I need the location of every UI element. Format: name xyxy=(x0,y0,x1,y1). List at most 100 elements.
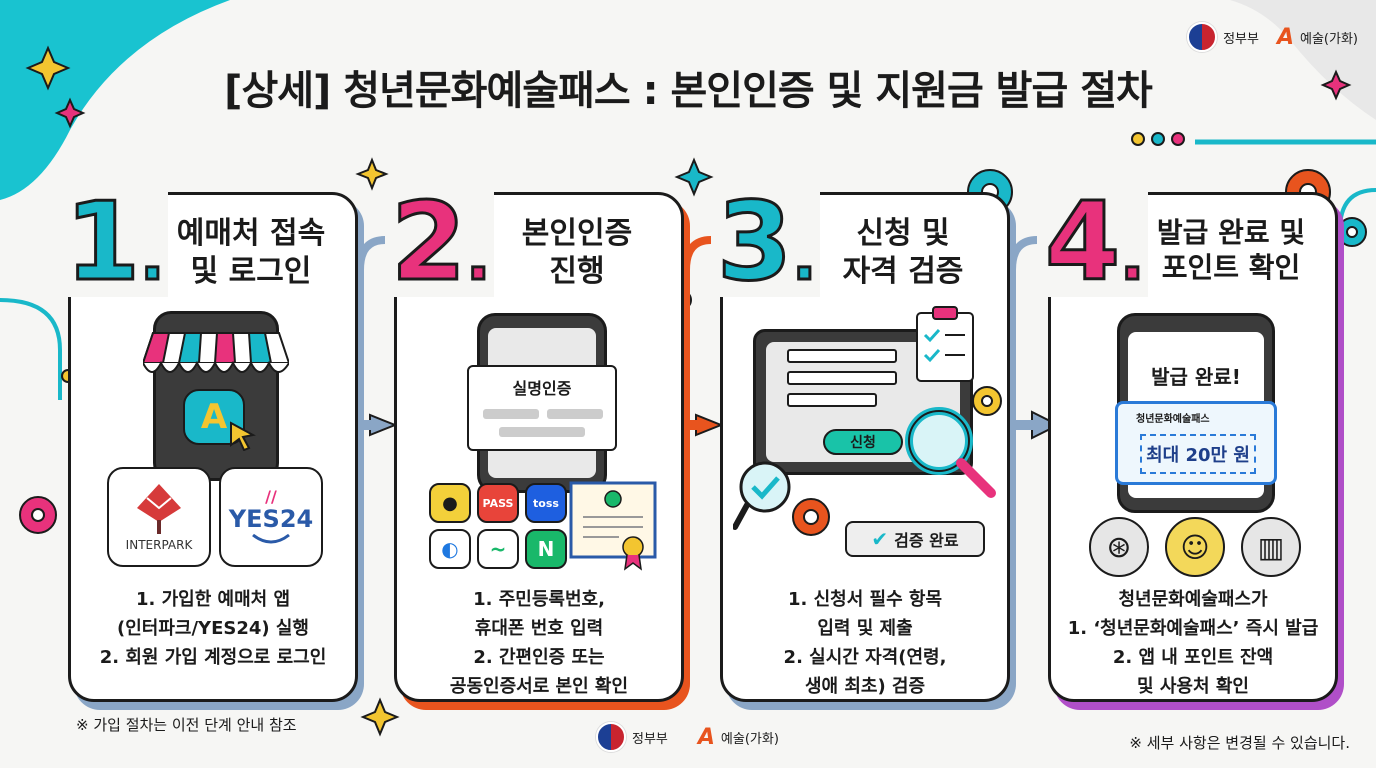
yes24-smile-icon xyxy=(252,533,290,544)
step-number: 3. xyxy=(713,187,821,298)
interpark-label: INTERPARK xyxy=(125,538,193,552)
desc-line: 2. 간편인증 또는 xyxy=(473,647,605,669)
form-field[interactable] xyxy=(787,349,897,363)
desc-line: 2. 회원 가입 계정으로 로그인 xyxy=(99,647,327,669)
identity-verification-dialog: 실명인증 xyxy=(467,365,617,451)
header-logos: 정부부 A 예술(가화) xyxy=(1187,22,1358,52)
step-description: 청년문화예술패스가 1. ‘청년문화예술패스’ 즉시 발급 2. 앱 내 포인트… xyxy=(1061,587,1325,703)
yes24-quote-icon: // xyxy=(265,487,277,506)
desc-line: 청년문화예술패스가 xyxy=(1118,589,1268,610)
government-logo-label: 정부부 xyxy=(632,731,668,747)
desc-line: 생애 최초) 검증 xyxy=(804,676,926,698)
page-title: [상세] 청년문화예술패스 : 본인인증 및 지원금 발급 절차 xyxy=(224,68,1153,114)
arts-logo-icon: A xyxy=(1276,24,1295,50)
store-awning-icon xyxy=(143,332,289,373)
yes24-app-icon[interactable]: // YES24 xyxy=(219,467,323,567)
step-card-3: 3. 신청 및 자격 검증 신청 xyxy=(713,187,1013,703)
badge-label: 검증 완료 xyxy=(894,531,959,550)
step-heading: 발급 완료 및 포인트 확인 xyxy=(1137,215,1325,285)
yes24-label: YES24 xyxy=(228,505,314,533)
arts-logo: A 예술(가화) xyxy=(1277,25,1358,50)
book-icon: ▥ xyxy=(1241,517,1301,577)
step-heading: 신청 및 자격 검증 xyxy=(809,215,997,290)
step-visual: 실명인증 ● PASS toss ◐ ~ N xyxy=(397,305,687,575)
step-description: 1. 가입한 예매처 앱 (인터파크/YES24) 실행 2. 회원 가입 계정… xyxy=(81,587,345,674)
step-visual: 발급 완료! 청년문화예술패스 최대 20만 원 ⊛ ☺ ▥ xyxy=(1051,305,1341,577)
step-number: 2. xyxy=(387,187,495,298)
desc-line: 입력 및 제출 xyxy=(817,618,913,640)
step-heading-line1: 예매처 접속 xyxy=(176,216,326,251)
footer-logos: 정부부 A 예술(가화) xyxy=(596,722,779,752)
certificate-icon xyxy=(569,481,657,571)
desc-line: 1. 신청서 필수 항목 xyxy=(787,589,943,610)
step-heading-line1: 발급 완료 및 xyxy=(1156,216,1306,249)
verification-complete-badge: ✔ 검증 완료 xyxy=(845,521,985,557)
arrow-1-to-2 xyxy=(344,236,398,450)
theater-masks-icon: ☺ xyxy=(1165,517,1225,577)
step-heading-line2: 진행 xyxy=(549,253,605,289)
cursor-icon xyxy=(230,421,256,451)
step-card-4: 4. 발급 완료 및 포인트 확인 발급 완료! 청년문화예술패스 최대 20만… xyxy=(1041,187,1341,703)
arts-logo: A 예술(가화) xyxy=(698,725,779,750)
interpark-app-icon[interactable]: INTERPARK xyxy=(107,467,211,567)
bank-auth-icon[interactable]: ◐ xyxy=(429,529,471,569)
desc-line: 2. 앱 내 포인트 잔액 xyxy=(1112,647,1274,669)
form-field[interactable] xyxy=(787,371,897,385)
culture-pass-ticket: 청년문화예술패스 최대 20만 원 xyxy=(1115,401,1277,485)
naver-pay-auth-icon[interactable]: ~ xyxy=(477,529,519,569)
arts-logo-label: 예술(가화) xyxy=(1300,31,1358,47)
input-field[interactable] xyxy=(499,427,585,437)
step-heading-line1: 신청 및 xyxy=(856,216,950,251)
arts-logo-icon: A xyxy=(697,724,715,750)
dialog-title: 실명인증 xyxy=(512,379,572,398)
kakao-auth-icon[interactable]: ● xyxy=(429,483,471,523)
step-visual: A INTERPARK // YES24 xyxy=(71,305,361,575)
desc-line: 휴대폰 번호 입력 xyxy=(474,618,604,640)
input-field[interactable] xyxy=(547,409,603,419)
desc-line: 2. 실시간 자격(연령, xyxy=(783,647,947,669)
clipboard-checklist-icon xyxy=(916,306,974,382)
step-visual: 신청 ✔ 검증 완료 xyxy=(723,305,1013,575)
apply-button[interactable]: 신청 xyxy=(823,429,903,455)
arts-logo-label: 예술(가화) xyxy=(720,731,779,747)
step-heading-line2: 및 로그인 xyxy=(190,253,312,289)
checkmark-icon: ✔ xyxy=(871,527,889,551)
check-magnifier-icon xyxy=(733,461,791,530)
input-field[interactable] xyxy=(483,409,539,419)
pass-auth-icon[interactable]: PASS xyxy=(477,483,519,523)
step-heading-line1: 본인인증 xyxy=(521,216,633,251)
step-heading-line2: 자격 검증 xyxy=(842,253,964,289)
toss-auth-icon[interactable]: toss xyxy=(525,483,567,523)
government-emblem-icon xyxy=(1187,22,1218,52)
desc-line: 및 사용처 확인 xyxy=(1137,676,1249,698)
footnote-signup: ※ 가입 절차는 이전 단계 안내 참조 xyxy=(76,716,297,734)
ticket-amount: 최대 20만 원 xyxy=(1140,434,1256,474)
government-logo: 정부부 xyxy=(1187,22,1259,52)
step-number: 4. xyxy=(1041,187,1149,298)
magnifier-icon xyxy=(905,407,996,498)
step-heading: 본인인증 진행 xyxy=(483,215,671,290)
desc-line: (인터파크/YES24) 실행 xyxy=(117,618,309,640)
step-heading: 예매처 접속 및 로그인 xyxy=(157,215,345,290)
desc-line: 1. 주민등록번호, xyxy=(473,589,605,610)
film-reel-icon: ⊛ xyxy=(1089,517,1149,577)
desc-line: 1. ‘청년문화예술패스’ 즉시 발급 xyxy=(1067,618,1319,640)
government-logo: 정부부 xyxy=(596,722,668,752)
step-description: 1. 주민등록번호, 휴대폰 번호 입력 2. 간편인증 또는 공동인증서로 본… xyxy=(407,587,671,703)
interpark-tree-icon xyxy=(137,484,181,534)
form-field[interactable] xyxy=(787,393,877,407)
issued-complete-label: 발급 완료! xyxy=(1151,365,1241,389)
ticket-name: 청년문화예술패스 xyxy=(1136,414,1210,425)
footnote-disclaimer: ※ 세부 사항은 변경될 수 있습니다. xyxy=(1129,734,1350,752)
step-number: 1. xyxy=(61,187,169,298)
naver-auth-icon[interactable]: N xyxy=(525,529,567,569)
step-heading-line2: 포인트 확인 xyxy=(1161,251,1301,284)
step-card-2: 2. 본인인증 진행 실명인증 ● PASS toss ◐ ~ N 1. xyxy=(387,187,687,703)
government-logo-label: 정부부 xyxy=(1223,31,1259,47)
step-description: 1. 신청서 필수 항목 입력 및 제출 2. 실시간 자격(연령, 생애 최초… xyxy=(733,587,997,703)
government-emblem-icon xyxy=(596,722,626,752)
step-card-1: 1. 예매처 접속 및 로그인 A INTERPARK xyxy=(61,187,361,702)
desc-line: 1. 가입한 예매처 앱 xyxy=(135,589,291,610)
desc-line: 공동인증서로 본인 확인 xyxy=(449,676,629,698)
gear-icon xyxy=(972,386,1002,416)
